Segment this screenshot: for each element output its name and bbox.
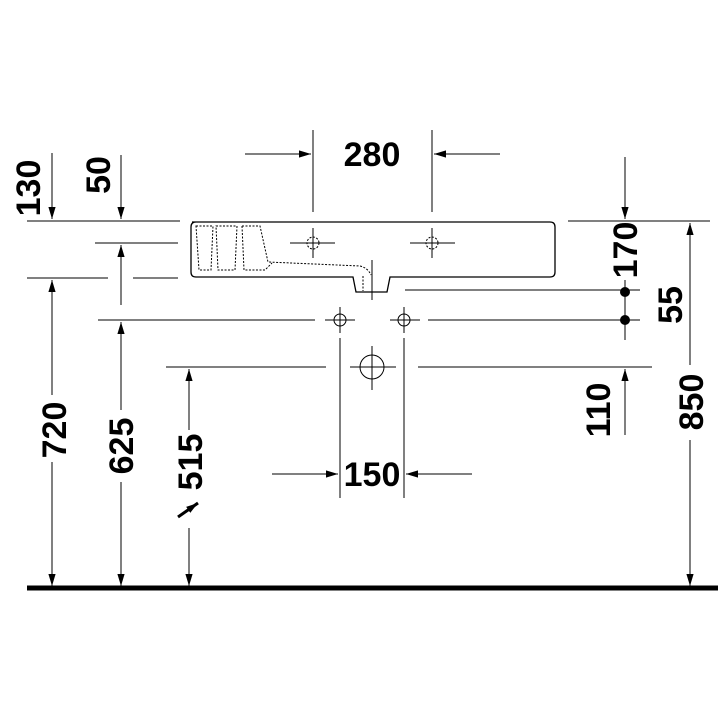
dim-dot-top (620, 287, 630, 297)
tap-hole-right (410, 228, 455, 258)
mounting-hole-left (325, 307, 355, 333)
waste-hole (350, 346, 396, 390)
dim-label-55: 55 (652, 286, 690, 324)
dim-label-110: 110 (580, 383, 618, 438)
dim-label-130: 130 (10, 160, 48, 217)
dim-label-850: 850 (673, 374, 711, 431)
dim-label-515: 515 (172, 434, 210, 491)
dim-label-625: 625 (103, 418, 141, 475)
tap-hole-left (290, 228, 335, 258)
dim-label-150: 150 (344, 456, 401, 494)
dim-label-720: 720 (36, 402, 74, 459)
dim-label-50: 50 (80, 156, 118, 194)
extension-lines (27, 130, 710, 498)
dim-label-170: 170 (607, 222, 645, 279)
dim-dot-bottom (620, 315, 630, 325)
pointer-arrow-icon (177, 501, 199, 519)
basin-outline (190, 221, 556, 293)
dim-label-280: 280 (344, 136, 401, 174)
mounting-hole-right (390, 307, 420, 333)
